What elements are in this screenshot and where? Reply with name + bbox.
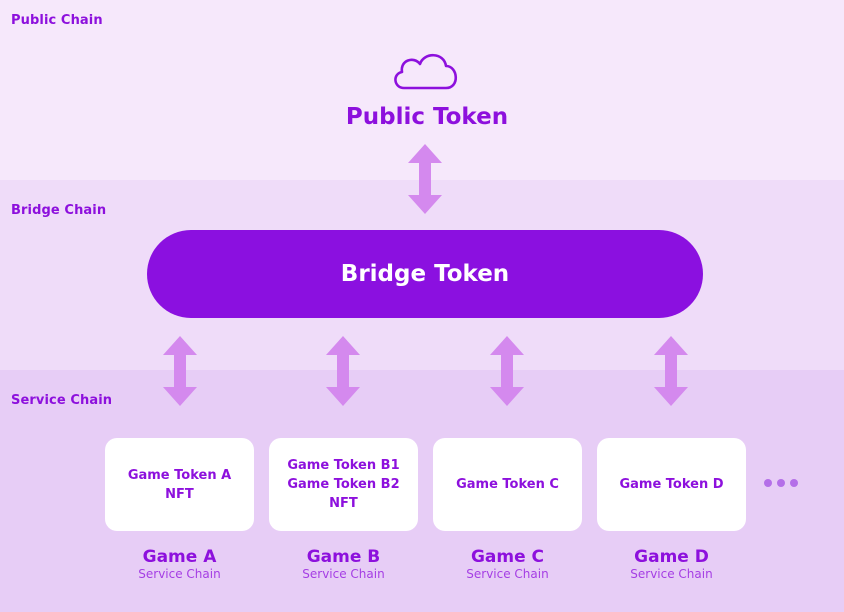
double-arrow-icon <box>654 336 688 410</box>
bridge-chain-label: Bridge Chain <box>11 203 107 218</box>
double-arrow-icon <box>490 336 524 410</box>
game-c-name: Game C <box>470 547 545 567</box>
game-a-token-card: Game Token A NFT <box>105 438 254 531</box>
game-a-name: Game A <box>142 547 217 567</box>
public-chain-label: Public Chain <box>11 13 103 28</box>
game-d-name: Game D <box>634 547 709 567</box>
game-token-label: Game Token B1 <box>287 458 400 473</box>
game-d-token-card: Game Token D <box>597 438 746 531</box>
game-token-label: NFT <box>329 496 358 511</box>
game-b-name: Game B <box>306 547 381 567</box>
bridge-token-label: Bridge Token <box>340 261 510 287</box>
double-arrow-icon <box>326 336 360 410</box>
game-token-label: Game Token A <box>127 467 232 483</box>
game-b-token-card: Game Token B1 Game Token B2 NFT <box>269 438 418 531</box>
double-arrow-icon <box>163 336 197 410</box>
cloud-icon <box>390 48 460 96</box>
public-token-title: Public Token <box>345 104 509 130</box>
service-chain-label: Service Chain <box>11 393 113 408</box>
game-b-subtitle: Service Chain <box>302 567 385 581</box>
game-token-label: Game Token B2 <box>287 477 400 492</box>
game-a-subtitle: Service Chain <box>138 567 221 581</box>
game-c-subtitle: Service Chain <box>466 567 549 581</box>
bridge-token-pill: Bridge Token <box>147 230 703 318</box>
game-token-label: NFT <box>165 486 194 502</box>
game-token-label: Game Token C <box>456 477 559 492</box>
game-token-label: Game Token D <box>619 477 724 492</box>
double-arrow-icon <box>408 144 442 218</box>
game-c-token-card: Game Token C <box>433 438 582 531</box>
more-dots-icon <box>764 479 798 487</box>
game-d-subtitle: Service Chain <box>630 567 713 581</box>
